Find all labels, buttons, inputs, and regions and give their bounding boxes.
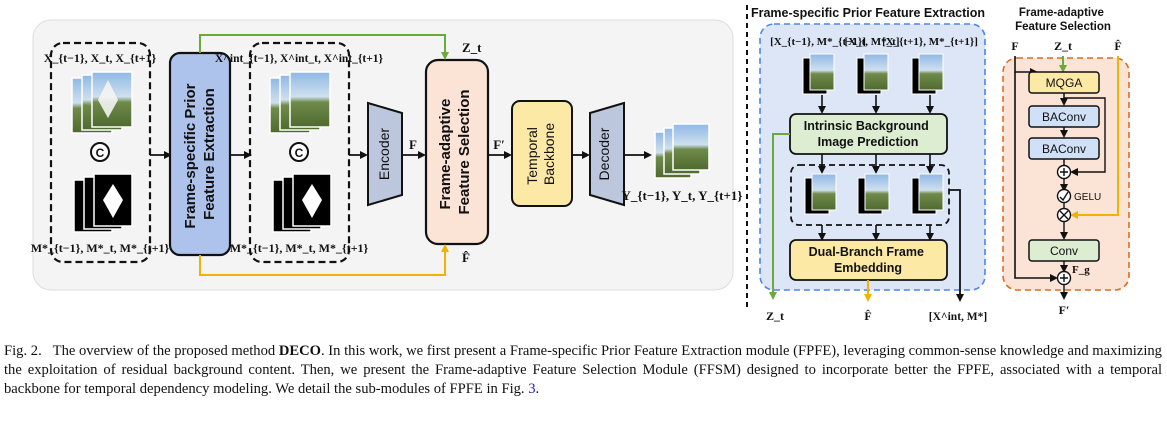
output-frames-stack	[654, 123, 710, 179]
fhat-label: F̂	[462, 250, 470, 265]
decoder-block	[589, 101, 625, 207]
fg-label: F_g	[1072, 264, 1090, 276]
interm-frames-label: X^int_{t−1}, X^int_t, X^int_{t+1}	[215, 53, 384, 65]
svg-text:C: C	[295, 146, 304, 160]
f-label: F	[409, 137, 417, 152]
input-frames-stack	[71, 71, 133, 134]
fpfe-interm-thumbs	[804, 173, 944, 215]
encoder-block	[367, 101, 403, 207]
svg-text:C: C	[96, 146, 105, 160]
fpfe-interm-group	[790, 164, 950, 226]
caption-fig-ref-link[interactable]: 3	[528, 381, 536, 397]
baconv-2-label: BAConv	[1042, 142, 1086, 156]
decoder-label: Decoder	[596, 127, 612, 180]
ffsm-out: F′	[1059, 303, 1070, 317]
input-frames-label: X_{t−1}, X_t, X_{t+1}	[44, 51, 157, 65]
fpfe-input-thumbs	[802, 53, 944, 95]
ffsm-in-fhat: F̂	[1114, 39, 1121, 53]
caption-fig: Fig. 2.	[4, 343, 42, 359]
temporal-backbone-block	[511, 100, 573, 207]
fpfe-out-xint: [X^int, M*]	[929, 311, 987, 323]
input-masks-stack	[73, 173, 133, 233]
ffsm-detail-title: Frame-adaptive Feature Selection	[1015, 7, 1111, 33]
fpfe-detail-title: Frame-specific Prior Feature Extraction	[751, 6, 985, 20]
fpfe-input-1: [X_{t−1}, M*_{t−1}]	[770, 36, 866, 48]
dbfe-label: Dual-Branch Frame Embedding	[809, 245, 928, 275]
input-masks-label: M*_{t−1}, M*_t, M*_{t+1}	[31, 241, 170, 255]
ffsm-in-z: Z_t	[1054, 39, 1072, 53]
encoder-label: Encoder	[376, 128, 392, 180]
interm-masks-label: M*_{t−1}, M*_t, M*_{t+1}	[230, 241, 369, 255]
baconv-1-label: BAConv	[1042, 110, 1086, 124]
input-group	[49, 41, 152, 264]
method-overview-figure: X_{t−1}, X_t, X_{t+1} C M*_{t−1}, M*_t, …	[31, 5, 1130, 323]
concat-icon: C	[90, 142, 110, 162]
interm-masks-stack	[272, 173, 332, 233]
output-label: Y_{t−1}, Y_t, Y_{t+1}	[622, 188, 743, 203]
caption-end: .	[535, 381, 540, 397]
fpfe-block-label: Frame-specific Prior Feature Extraction	[182, 79, 218, 228]
ffsm-in-f: F	[1011, 39, 1018, 53]
multiply-op-icon	[1056, 207, 1072, 223]
caption-method: DECO	[278, 343, 321, 359]
intermediate-group	[248, 41, 351, 264]
final-add-op-icon	[1056, 270, 1072, 286]
fprime-label: F′	[493, 137, 505, 152]
conv-label: Conv	[1050, 244, 1078, 258]
fpfe-out-fhat: F̂	[864, 309, 871, 323]
gelu-icon	[1056, 188, 1072, 204]
z-label: Z_t	[462, 40, 482, 55]
fpfe-block	[168, 51, 232, 257]
mqga-label: MQGA	[1046, 76, 1083, 90]
fpfe-input-3: [X_{t+1}, M*_{t+1}]	[882, 36, 978, 48]
figure-caption: Fig. 2. The overview of the proposed met…	[4, 342, 1162, 399]
ffsm-block-label: Frame-adaptive Feature Selection	[437, 89, 473, 214]
temporal-backbone-label: Temporal Backbone	[524, 123, 557, 185]
gelu-label: GELU	[1074, 192, 1101, 203]
fpfe-input-2: [X_t, M*_t]	[845, 36, 900, 48]
concat-icon-2: C	[289, 142, 309, 162]
fpfe-out-z: Z_t	[766, 309, 784, 323]
caption-body: . In this work, we first present a Frame…	[4, 343, 1162, 397]
add-op-icon	[1056, 164, 1072, 180]
ffsm-block	[424, 58, 490, 246]
ibip-label: Intrinsic Background Image Prediction	[804, 119, 933, 149]
caption-pre: The overview of the proposed method	[52, 343, 276, 359]
interm-frames-stack	[269, 71, 331, 134]
